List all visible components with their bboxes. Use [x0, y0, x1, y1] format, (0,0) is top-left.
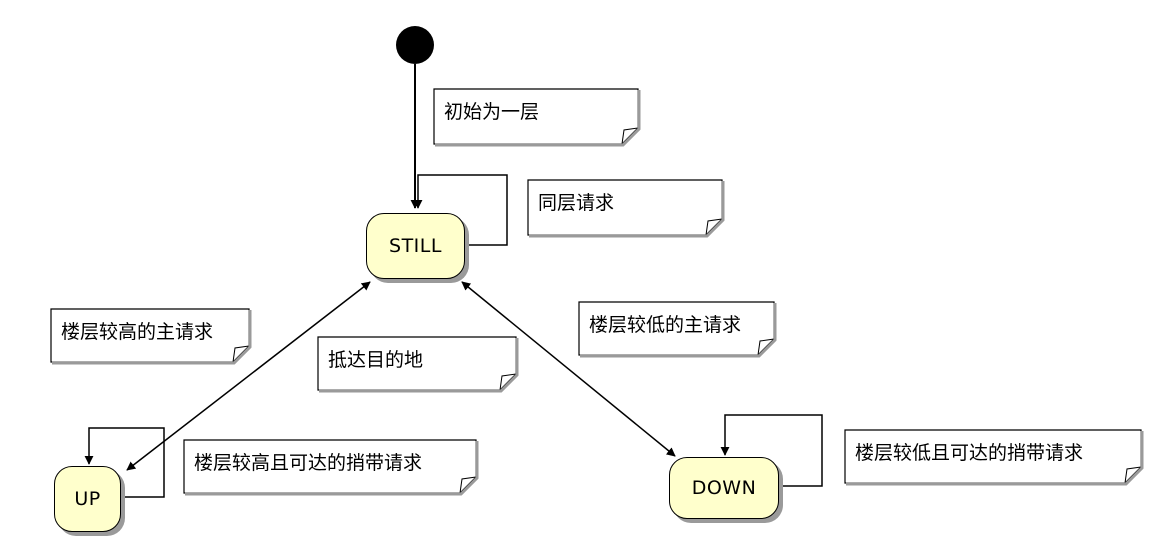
still-self-loop	[413, 174, 508, 246]
state-still-label: STILL	[389, 235, 442, 257]
note-same-floor-text: 同层请求	[538, 192, 615, 214]
state-up: UP	[54, 466, 121, 532]
note-higher-main: 楼层较高的主请求	[50, 308, 252, 365]
note-initial-text: 初始为一层	[444, 101, 540, 123]
note-lower-main: 楼层较低的主请求	[578, 301, 777, 358]
state-still: STILL	[366, 213, 465, 279]
still-up-transition	[126, 281, 371, 471]
state-down: DOWN	[669, 457, 779, 519]
note-down-carry: 楼层较低且可达的捎带请求	[844, 429, 1144, 486]
state-down-label: DOWN	[691, 477, 757, 499]
still-down-transition	[461, 281, 676, 457]
up-self-loop	[84, 427, 165, 498]
note-arrive-text: 抵达目的地	[328, 349, 424, 371]
note-higher-main-text: 楼层较高的主请求	[61, 321, 214, 343]
down-self-loop	[720, 414, 823, 487]
state-up-label: UP	[74, 488, 101, 510]
note-lower-main-text: 楼层较低的主请求	[589, 314, 742, 336]
note-initial: 初始为一层	[433, 88, 641, 147]
note-same-floor: 同层请求	[527, 179, 725, 238]
note-up-carry-text: 楼层较高且可达的捎带请求	[194, 452, 423, 474]
note-down-carry-text: 楼层较低且可达的捎带请求	[855, 442, 1084, 464]
note-up-carry: 楼层较高且可达的捎带请求	[183, 439, 479, 496]
note-arrive: 抵达目的地	[317, 336, 519, 393]
initial-state-dot	[396, 26, 434, 64]
